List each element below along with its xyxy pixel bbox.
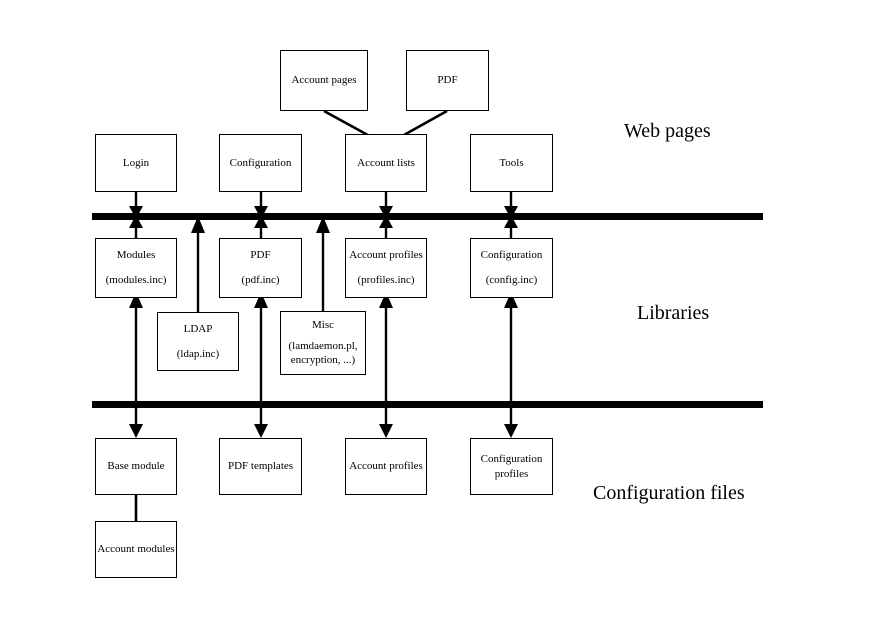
node-misc-lib-title: Misc <box>312 319 334 331</box>
node-pdf-templates-title: PDF templates <box>227 460 294 473</box>
node-account-profiles-lib-subtitle: (profiles.inc) <box>357 274 415 286</box>
node-account-modules-title: Account modules <box>97 543 175 556</box>
node-account-profiles-file[interactable]: Account profiles <box>345 438 427 495</box>
connector-bar-to-configuration-profiles <box>504 407 518 438</box>
node-pdf-top[interactable]: PDF <box>406 50 489 111</box>
node-account-modules[interactable]: Account modules <box>95 521 177 578</box>
node-configuration-web-title: Configuration <box>229 156 292 169</box>
separator-bar-libraries-configuration <box>92 401 763 408</box>
node-account-profiles-lib[interactable]: Account profiles (profiles.inc) <box>345 238 427 298</box>
connector-bar-to-base-module <box>129 407 143 438</box>
node-pdf-lib-title: PDF <box>250 249 271 262</box>
connector-configuration-lib-to-bar <box>504 215 518 238</box>
node-configuration-profiles[interactable]: Configuration profiles <box>470 438 553 495</box>
connector-pdf-templates-to-pdf-lib <box>254 292 268 404</box>
node-account-profiles-lib-title: Account profiles <box>349 249 423 262</box>
connector-login-to-bar <box>129 192 143 219</box>
connector-configuration-profiles-to-lib <box>504 292 518 404</box>
connector-account-lists-to-bar <box>379 192 393 219</box>
node-configuration-lib-title: Configuration <box>480 249 543 262</box>
connector-pdf-lib-to-bar <box>254 215 268 238</box>
node-pdf-top-title: PDF <box>437 74 458 87</box>
band-label-configuration-files: Configuration files <box>593 482 745 504</box>
node-ldap-lib-title: LDAP <box>183 322 213 335</box>
node-modules-lib-subtitle: (modules.inc) <box>105 274 167 286</box>
node-misc-lib-subtitle: (lamdaemon.pl, encryption, ...) <box>288 339 358 366</box>
connector-base-module-to-modules <box>129 292 143 404</box>
connector-modules-to-bar <box>129 215 143 238</box>
node-login[interactable]: Login <box>95 134 177 192</box>
node-base-module-title: Base module <box>107 460 165 473</box>
node-account-lists[interactable]: Account lists <box>345 134 427 192</box>
separator-bar-web-libraries <box>92 213 763 220</box>
node-tools-title: Tools <box>499 156 524 169</box>
node-modules-lib-title: Modules <box>116 249 156 262</box>
node-ldap-lib-subtitle: (ldap.inc) <box>176 347 220 360</box>
node-pdf-lib-subtitle: (pdf.inc) <box>241 274 280 286</box>
connector-tools-to-bar <box>504 192 518 219</box>
node-tools[interactable]: Tools <box>470 134 553 192</box>
connector-misc-to-bar <box>316 216 330 311</box>
node-account-pages[interactable]: Account pages <box>280 50 368 111</box>
node-base-module[interactable]: Base module <box>95 438 177 495</box>
connector-bar-to-pdf-templates <box>254 407 268 438</box>
band-label-web-pages: Web pages <box>624 120 711 142</box>
node-pdf-templates[interactable]: PDF templates <box>219 438 302 495</box>
node-pdf-lib[interactable]: PDF (pdf.inc) <box>219 238 302 298</box>
connector-account-profiles-lib-to-bar <box>379 215 393 238</box>
node-account-lists-title: Account lists <box>357 156 415 169</box>
node-misc-lib[interactable]: Misc (lamdaemon.pl, encryption, ...) <box>280 311 366 375</box>
connector-ldap-to-bar <box>191 216 205 312</box>
node-account-profiles-file-title: Account profiles <box>349 460 423 473</box>
node-account-pages-title: Account pages <box>291 74 357 87</box>
connector-bar-to-account-profiles-file <box>379 407 393 438</box>
node-configuration-lib[interactable]: Configuration (config.inc) <box>470 238 553 298</box>
node-modules-lib[interactable]: Modules (modules.inc) <box>95 238 177 298</box>
connector-configuration-web-to-bar <box>254 192 268 219</box>
node-ldap-lib[interactable]: LDAP (ldap.inc) <box>157 312 239 371</box>
node-login-title: Login <box>122 156 150 169</box>
node-configuration-lib-subtitle: (config.inc) <box>485 274 538 286</box>
node-configuration-web[interactable]: Configuration <box>219 134 302 192</box>
connector-account-profiles-file-to-lib <box>379 292 393 404</box>
node-configuration-profiles-title: Configuration profiles <box>480 452 543 480</box>
band-label-libraries: Libraries <box>637 302 710 324</box>
